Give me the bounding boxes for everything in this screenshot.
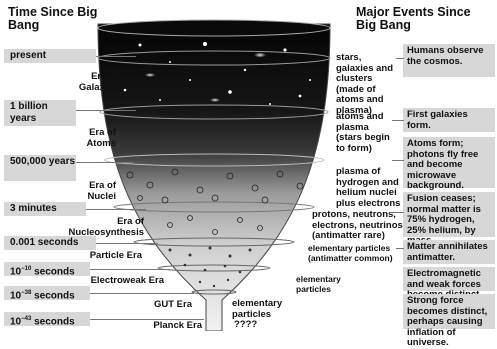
marker-connector <box>90 269 170 270</box>
description-particle: elementary particles (antimatter common) <box>308 244 402 263</box>
event-connector <box>396 248 404 249</box>
event-connector <box>392 120 404 121</box>
era-label-atoms: Era of Atoms <box>60 127 116 149</box>
event-humans-observe: Humans observe the cosmos. <box>403 44 495 77</box>
description-planck: ???? <box>234 320 274 331</box>
left-column-header: Time Since Big Bang <box>8 6 103 32</box>
description-electroweak: elementary particles <box>296 275 356 294</box>
era-label-particle: Particle Era <box>72 250 142 261</box>
description-nuclei: plasma of hydrogen and helium nuclei plu… <box>336 167 408 209</box>
event-matter-annihilates: Matter annihilates antimatter. <box>403 240 495 264</box>
marker-connector <box>96 243 158 244</box>
description-galaxies: stars, galaxies and clusters (made of at… <box>336 53 400 116</box>
era-label-planck: Planck Era <box>132 320 202 331</box>
era-label-nuclei: Era of Nuclei <box>60 180 116 202</box>
exp-power: −43 <box>21 316 31 322</box>
event-first-galaxies: First galaxies form. <box>403 108 495 132</box>
exp-power: −10 <box>21 266 31 272</box>
exp-base: 10 <box>10 266 21 277</box>
time-marker-1-billion-years: 1 billion years <box>4 100 76 126</box>
description-gut: elementary particles <box>232 299 298 320</box>
event-atoms-form: Atoms form; photons fly free and become … <box>403 137 495 188</box>
description-nucleosynthesis: protons, neutrons, electrons, neutrinos … <box>312 210 404 242</box>
time-marker-3-minutes: 3 minutes <box>4 202 86 216</box>
funnel-rim <box>98 20 330 36</box>
event-fusion-ceases: Fusion ceases; normal matter is 75% hydr… <box>403 192 495 237</box>
time-marker-0-001-seconds: 0.001 seconds <box>4 236 96 250</box>
exp-unit: seconds <box>31 316 74 327</box>
event-connector <box>390 212 404 213</box>
marker-connector <box>90 293 194 294</box>
time-marker-1e-38-seconds: 10−38 seconds <box>4 286 90 300</box>
event-electroweak-distinct: Electromagnetic and weak forces become d… <box>403 267 495 291</box>
time-marker-present: present <box>4 49 96 63</box>
exp-power: −38 <box>21 290 31 296</box>
marker-connector <box>86 209 146 210</box>
exp-unit: seconds <box>31 290 74 301</box>
right-column-header: Major Events Since Big Bang <box>356 6 491 32</box>
era-label-electroweak: Electroweak Era <box>60 275 164 286</box>
marker-connector <box>96 56 136 57</box>
exp-base: 10 <box>10 316 21 327</box>
event-connector <box>396 58 404 59</box>
description-atoms: atoms and plasma (stars begin to form) <box>336 112 392 154</box>
event-connector <box>392 160 404 161</box>
event-strong-force: Strong force becomes distinct, perhaps c… <box>403 294 495 329</box>
time-marker-1e-43-seconds: 10−43 seconds <box>4 312 90 326</box>
era-label-gut: GUT Era <box>132 299 192 310</box>
time-marker-500000-years: 500,000 years <box>4 155 76 181</box>
time-marker-1e-10-seconds: 10−10 seconds <box>4 262 90 276</box>
exp-base: 10 <box>10 290 21 301</box>
era-label-nucleosynthesis: Era of Nucleosynthesis <box>68 216 144 238</box>
big-bang-timeline-diagram: Time Since Big Bang Major Events Since B… <box>0 0 497 331</box>
era-label-galaxies: Era of Galaxies <box>54 71 118 93</box>
marker-connector <box>76 162 134 163</box>
marker-connector <box>76 110 136 111</box>
